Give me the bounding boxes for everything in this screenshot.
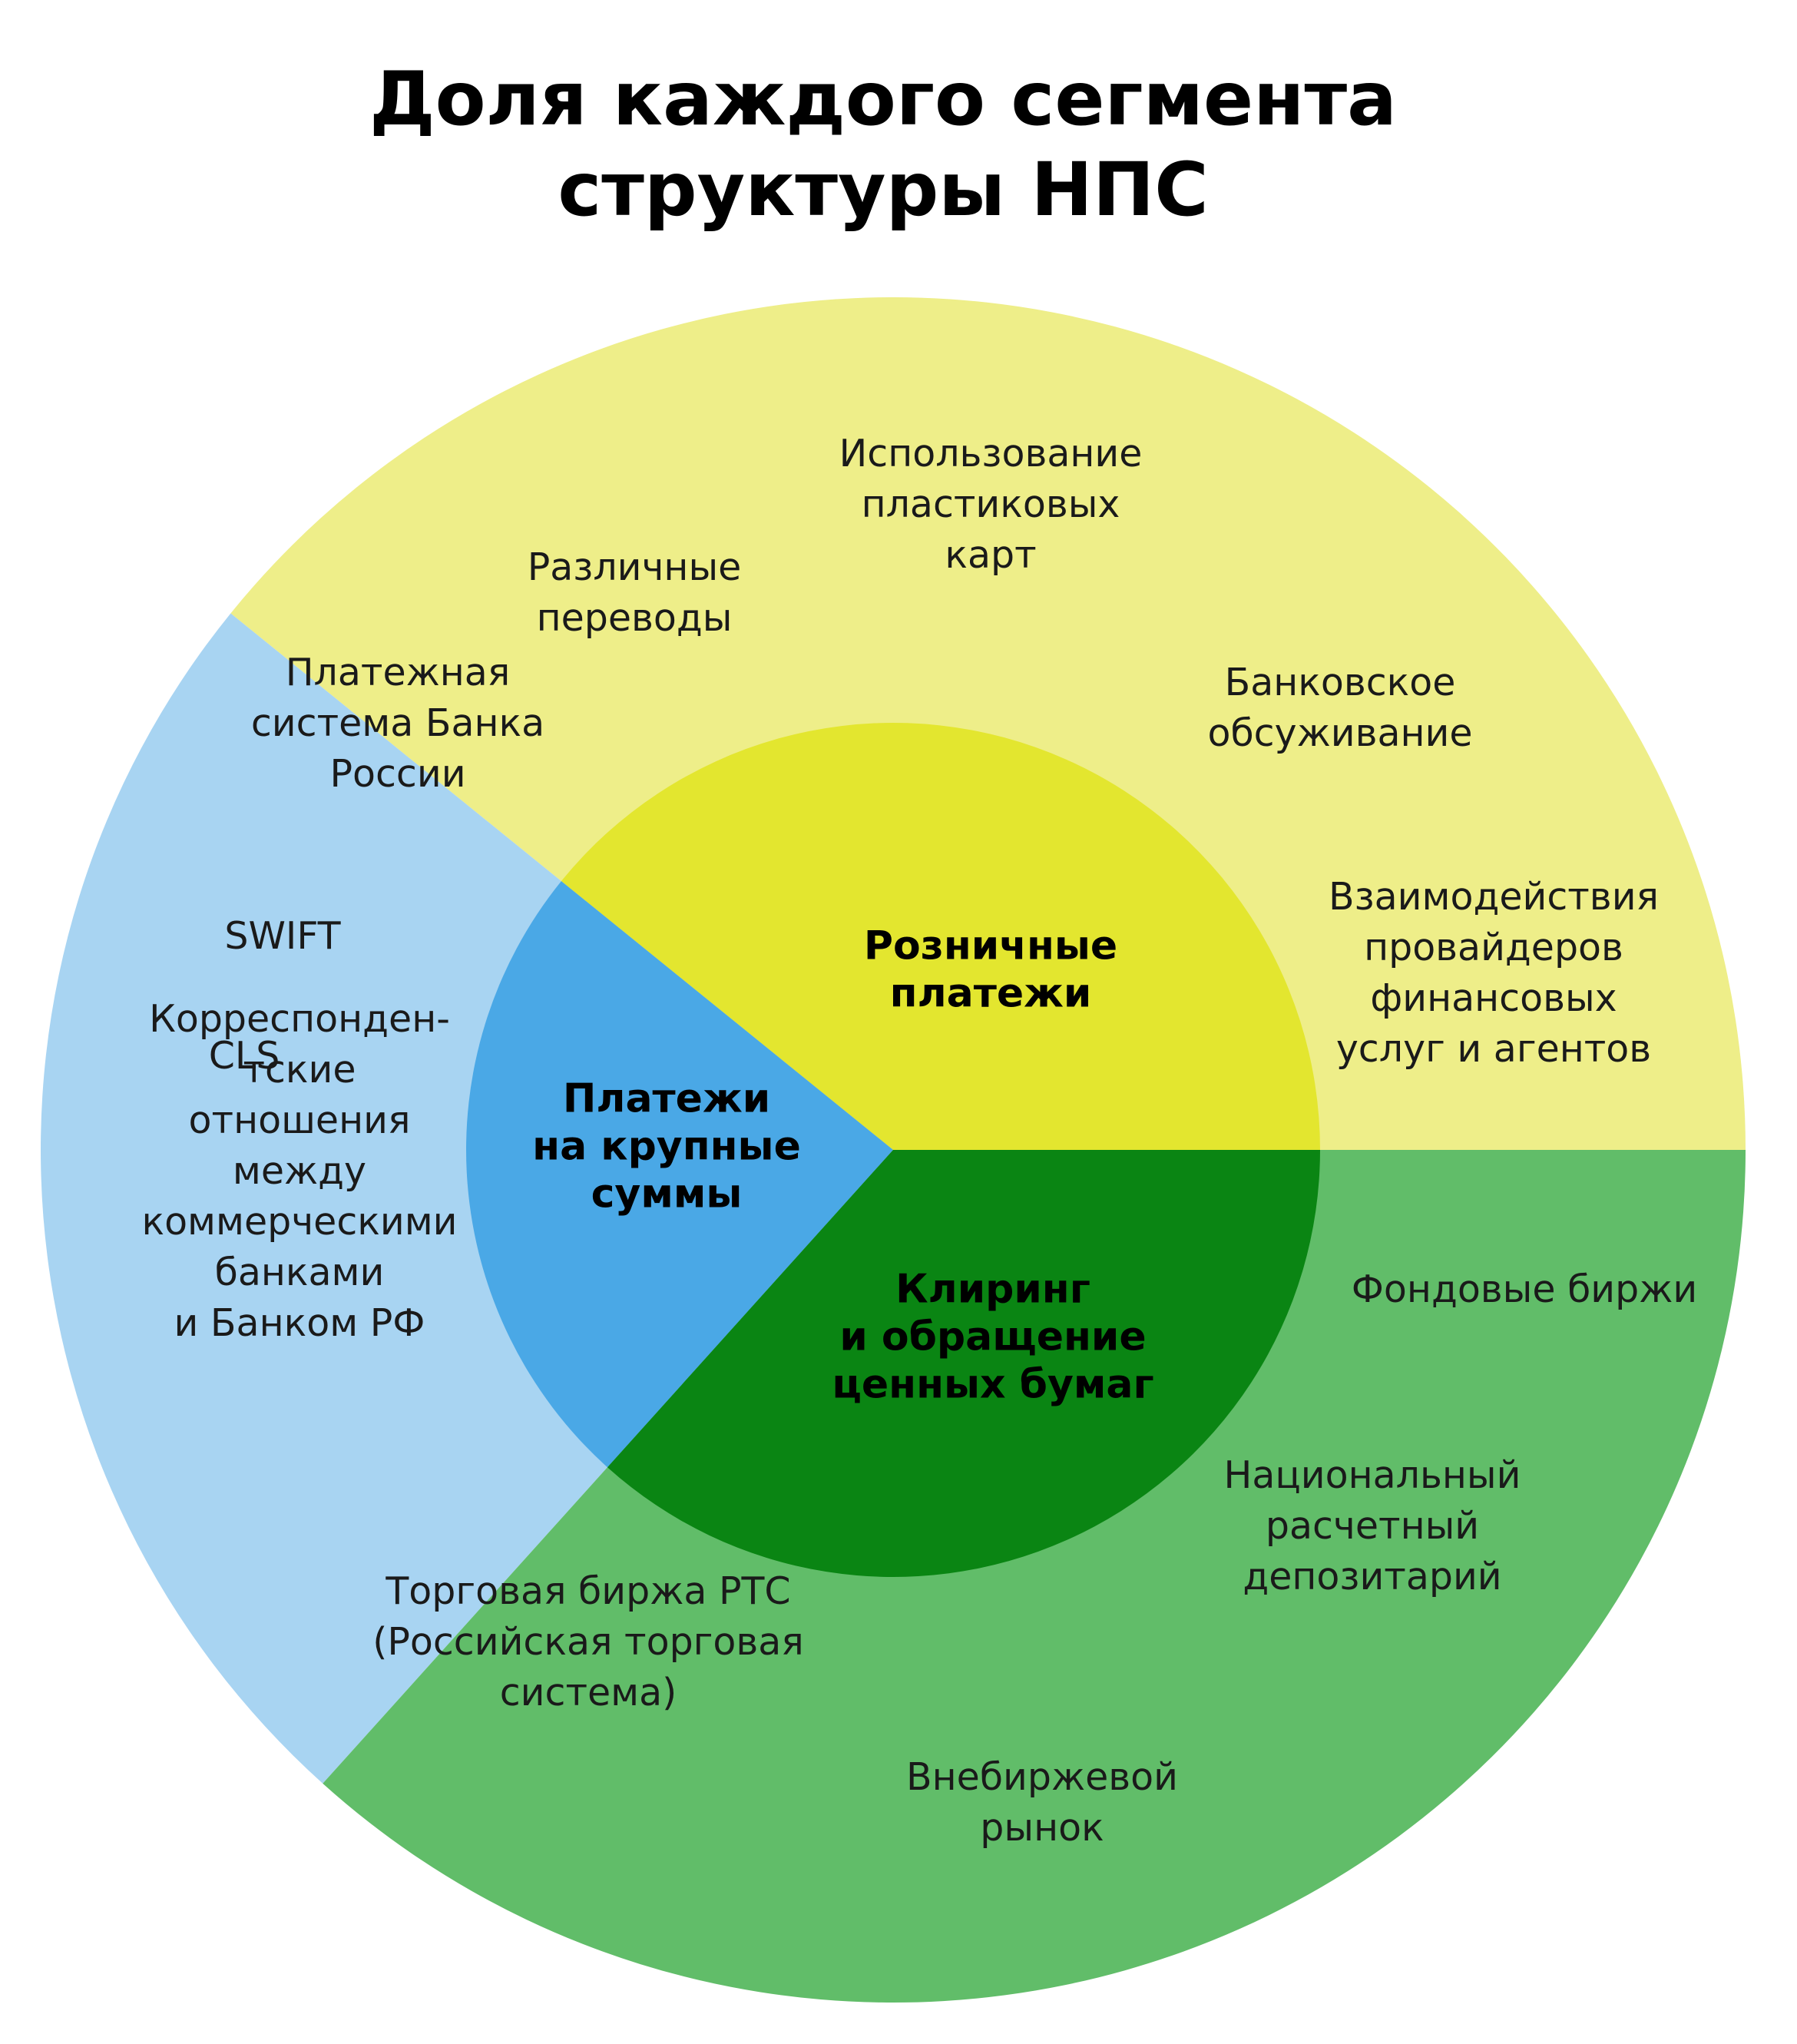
subsegment-label-1-4-line-3: финансовых (1370, 976, 1617, 1020)
subsegment-label-2-4-line-4: между (233, 1149, 366, 1193)
subsegment-label-3-3-line-2: рынок (980, 1806, 1104, 1850)
segment-label-3-line-2: и обращение (839, 1314, 1146, 1360)
outer-ring-2 (41, 613, 894, 1784)
outer-ring-1 (230, 296, 1746, 1150)
subsegment-label-2-2-line-1: SWIFT (224, 914, 341, 958)
chart-title-line-2: структуры НПС (558, 147, 1209, 233)
subsegment-label-2-4-line-2: тские (243, 1048, 356, 1092)
subsegment-label-2-2: SWIFT (224, 914, 341, 958)
inner-ring-1 (561, 723, 1320, 1150)
subsegment-label-2-1-line-2: система Банка (251, 701, 544, 745)
subsegment-label-3-2: Национальный расчетный депозитарий (1224, 1453, 1521, 1598)
subsegment-label-2-4: Корреспонден-тские отношения между коммерче… (141, 997, 457, 1345)
subsegment-label-3-4-line-1: Торговая биржа РТС (385, 1569, 790, 1613)
subsegment-label-2-4-line-5: коммерческими (141, 1200, 457, 1244)
subsegment-label-1-3-line-1: Банковское (1225, 661, 1456, 704)
subsegment-label-2-4-line-3: отношения (189, 1098, 411, 1142)
subsegment-label-3-2-line-1: Национальный (1224, 1453, 1521, 1497)
subsegment-label-1-2-line-1: Использование (839, 432, 1143, 475)
outer-ring-3 (323, 1150, 1746, 2003)
subsegment-label-1-3-line-2: обсуживание (1207, 711, 1472, 755)
subsegment-label-1-3: Банковское обсуживание (1207, 661, 1472, 755)
inner-ring-3 (607, 1150, 1320, 1578)
inner-ring-2 (466, 881, 893, 1468)
subsegment-label-1-2: Использование пластиковых карт (839, 432, 1143, 577)
segment-label-2-line-1: Платежи (563, 1076, 770, 1122)
subsegment-label-2-1-line-3: России (329, 752, 465, 796)
subsegment-label-2-4-line-7: и Банком РФ (174, 1301, 425, 1345)
subsegment-label-1-2-line-2: пластиковых (862, 482, 1120, 526)
subsegment-label-2-3-line-1: CLS (209, 1034, 280, 1078)
subsegment-label-1-4-line-4: услуг и агентов (1336, 1027, 1651, 1071)
subsegment-label-1-1: Различные переводы (528, 545, 742, 640)
chart-title-line-1: Доля каждого сегмента (369, 56, 1397, 142)
subsegment-label-3-2-line-3: депозитарий (1243, 1555, 1501, 1598)
subsegment-label-1-4-line-1: Взаимодействия (1329, 875, 1659, 919)
segment-label-2-line-3: суммы (591, 1171, 743, 1217)
subsegment-label-3-2-line-2: расчетный (1266, 1504, 1479, 1548)
chart-title: Доля каждого сегмента структуры НПС (0, 54, 1766, 235)
subsegment-label-2-4-line-6: банками (215, 1251, 385, 1294)
segment-label-3-line-3: ценных бумаг (832, 1362, 1153, 1408)
subsegment-label-3-1-line-1: Фондовые биржи (1352, 1267, 1698, 1311)
subsegment-label-2-4-line-1: Корреспонден- (149, 997, 450, 1041)
subsegment-label-3-4: Торговая биржа РТС (Российская торговая си… (372, 1569, 804, 1714)
subsegment-label-1-1-line-1: Различные (528, 545, 742, 589)
segment-label-3-line-1: Клиринг (895, 1267, 1090, 1313)
segment-label-1-line-1: Розничные (864, 923, 1117, 969)
subsegment-label-3-3-line-1: Внебиржевой (906, 1755, 1178, 1799)
subsegment-label-3-3: Внебиржевой рынок (906, 1755, 1178, 1850)
subsegment-label-1-4: Взаимодействия провайдеров финансовых услуг… (1329, 875, 1659, 1071)
subsegment-label-1-4-line-2: провайдеров (1364, 926, 1623, 969)
subsegment-label-3-1: Фондовые биржи (1352, 1267, 1698, 1311)
subsegment-label-3-4-line-3: система) (500, 1671, 677, 1714)
subsegment-label-2-3: CLS (209, 1034, 280, 1078)
subsegment-label-2-1-line-1: Платежная (286, 651, 511, 694)
subsegment-label-1-2-line-3: карт (945, 533, 1036, 577)
subsegment-label-1-1-line-2: переводы (537, 596, 733, 640)
segment-label-2-line-2: на крупные (532, 1124, 801, 1170)
subsegment-label-3-4-line-2: (Российская торговая (372, 1620, 804, 1664)
chart-rings (41, 296, 1746, 2003)
segment-label-1-line-2: платежи (890, 971, 1092, 1017)
